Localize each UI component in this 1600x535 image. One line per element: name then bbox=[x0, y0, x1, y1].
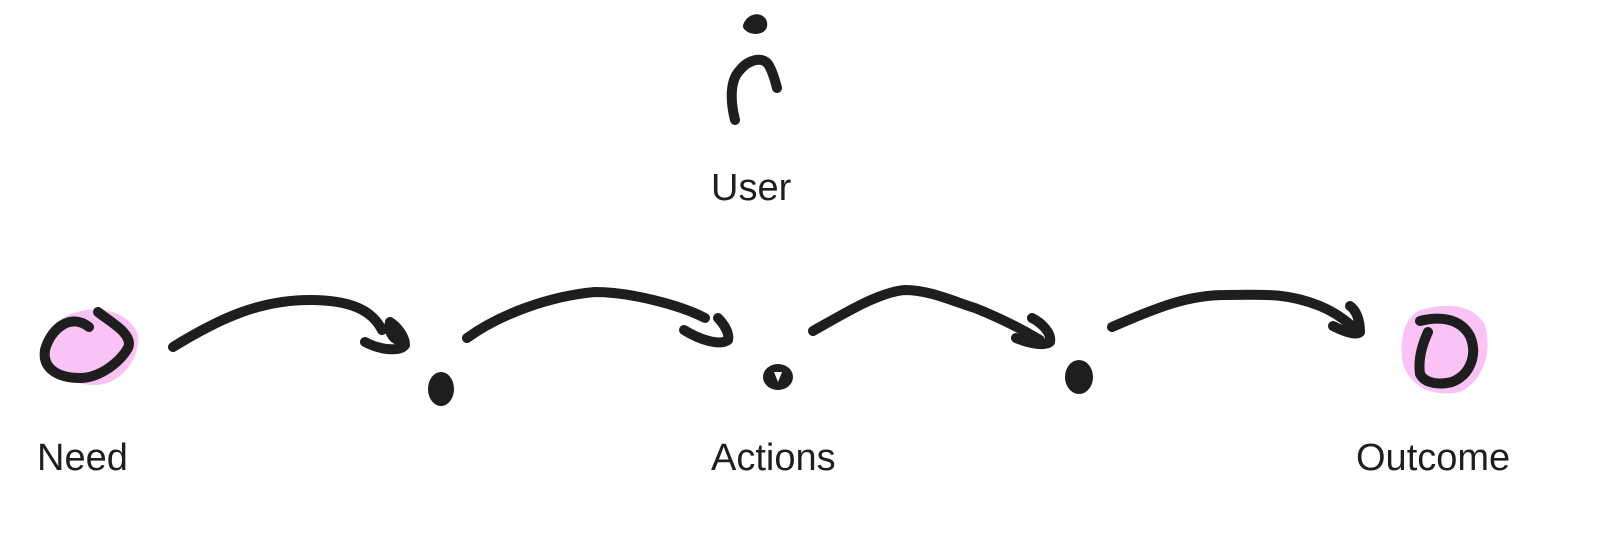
arrow-step3-to-outcome bbox=[1107, 289, 1365, 339]
actions-label: Actions bbox=[711, 437, 836, 479]
arrow-need-to-step1 bbox=[168, 295, 410, 355]
user-label: User bbox=[711, 167, 792, 209]
need-label: Need bbox=[37, 437, 128, 479]
arrow-actions-to-step3 bbox=[808, 285, 1056, 350]
step1-dot-icon bbox=[428, 372, 454, 406]
need-node-icon bbox=[39, 307, 139, 385]
arrow-step1-to-actions bbox=[462, 287, 734, 348]
outcome-label: Outcome bbox=[1356, 437, 1511, 479]
outcome-node-icon bbox=[1401, 305, 1488, 394]
actions-dot-icon bbox=[763, 364, 793, 390]
step3-dot-icon bbox=[1065, 360, 1093, 394]
user-icon bbox=[726, 14, 782, 125]
